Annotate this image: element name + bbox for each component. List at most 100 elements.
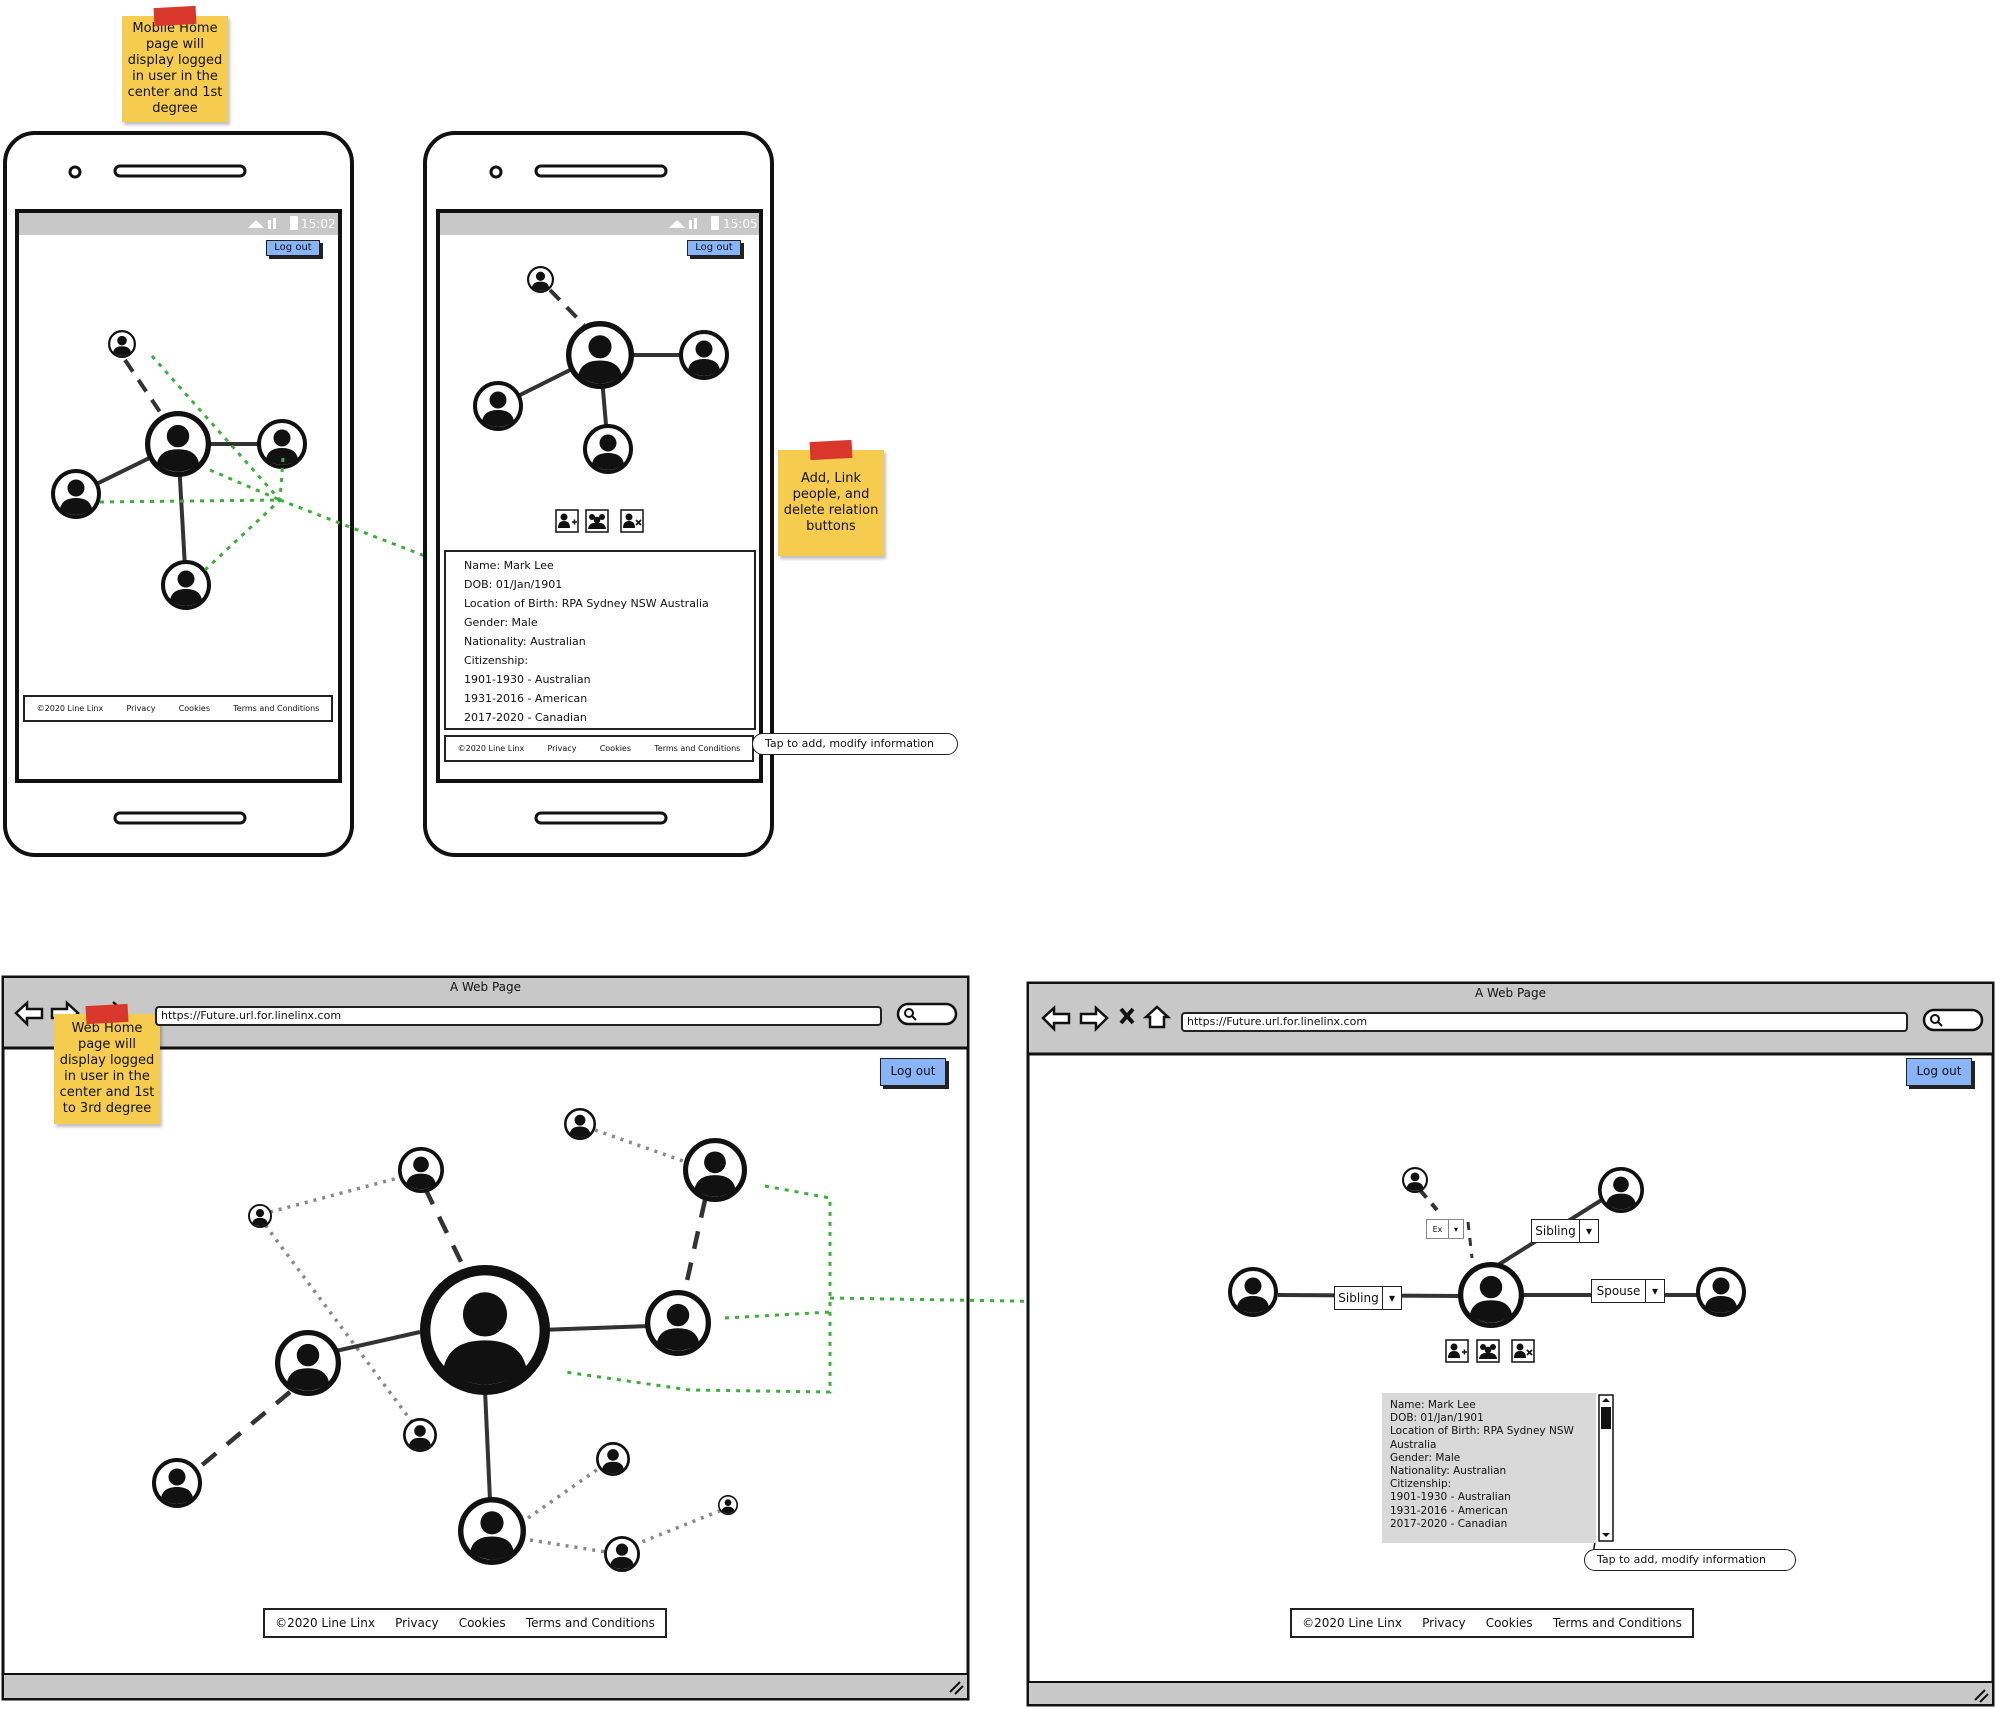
- window-title: A Web Page: [1474, 986, 1547, 1000]
- web-footer: ©2020 Line Linx Privacy Cookies Terms an…: [263, 1608, 667, 1638]
- person-icon[interactable]: [1696, 1267, 1746, 1317]
- person-icon[interactable]: [108, 330, 136, 358]
- window-title: A Web Page: [449, 980, 522, 994]
- search-icon: [904, 1008, 917, 1021]
- status-time: 15:05: [723, 217, 758, 231]
- footer-privacy-link[interactable]: Privacy: [1422, 1616, 1466, 1630]
- person-icon[interactable]: [583, 424, 633, 474]
- person-icon[interactable]: [564, 1108, 596, 1140]
- delete-person-icon: [1514, 1343, 1533, 1358]
- person-icon[interactable]: [596, 1442, 630, 1476]
- relation-label: Ex: [1432, 1224, 1443, 1234]
- home-icon[interactable]: [1142, 1005, 1172, 1029]
- info-line: DOB: 01/Jan/1901: [464, 578, 563, 591]
- web-info-panel: Name: Mark Lee DOB: 01/Jan/1901 Location…: [1382, 1393, 1596, 1543]
- logout-button[interactable]: Log out: [880, 1058, 946, 1086]
- footer-privacy-link[interactable]: Privacy: [126, 704, 156, 713]
- info-line: 1931-2016 - American: [464, 692, 588, 705]
- info-line: Gender: Male: [464, 616, 538, 629]
- add-person-button[interactable]: [1445, 1339, 1469, 1363]
- person-icon[interactable]: [527, 266, 554, 293]
- delete-person-button[interactable]: [1511, 1339, 1535, 1363]
- web2-nav: [1041, 1005, 1172, 1033]
- tap-hint-callout: Tap to add, modify information: [1584, 1549, 1796, 1571]
- person-icon[interactable]: [248, 1204, 272, 1228]
- footer-terms-link[interactable]: Terms and Conditions: [525, 1616, 655, 1630]
- footer-privacy-link[interactable]: Privacy: [395, 1616, 439, 1630]
- sticky-note-web-home: Web Home page will display logged in use…: [54, 1003, 160, 1124]
- logout-button[interactable]: Log out: [687, 240, 741, 256]
- web-window-2: [1026, 981, 1995, 1707]
- footer-cookies-link[interactable]: Cookies: [178, 704, 211, 713]
- person-icon[interactable]: [398, 1147, 444, 1193]
- info-scrollbar[interactable]: [1598, 1394, 1614, 1542]
- person-icon[interactable]: [152, 1458, 202, 1508]
- stop-icon[interactable]: [1119, 1007, 1135, 1025]
- back-arrow-icon[interactable]: [14, 1000, 44, 1028]
- relation-dropdown-sibling-top[interactable]: Sibling ▾: [1531, 1219, 1599, 1243]
- link-people-icon: [588, 514, 606, 529]
- logout-button[interactable]: Log out: [1906, 1058, 1972, 1086]
- footer-privacy-link[interactable]: Privacy: [547, 744, 577, 753]
- link-people-button[interactable]: [1476, 1339, 1500, 1363]
- footer-cookies-link[interactable]: Cookies: [458, 1616, 506, 1630]
- sticky-note-text: Add, Link people, and delete relation bu…: [783, 471, 879, 534]
- footer-cookies-link[interactable]: Cookies: [599, 744, 632, 753]
- person-icon[interactable]: [461, 1500, 524, 1563]
- relation-dropdown-spouse[interactable]: Spouse ▾: [1591, 1279, 1665, 1303]
- web-1-graph: [152, 1108, 745, 1572]
- chevron-down-icon: ▾: [1448, 1220, 1463, 1238]
- mobile-footer: ©2020 Line Linx Privacy Cookies Terms an…: [444, 735, 754, 762]
- info-line: 2017-2020 - Canadian: [464, 711, 587, 724]
- footer-terms-link[interactable]: Terms and Conditions: [233, 704, 320, 713]
- forward-arrow-icon[interactable]: [1079, 1005, 1109, 1033]
- url-bar[interactable]: https://Future.url.for.linelinx.com: [1181, 1012, 1908, 1032]
- chevron-down-icon: ▾: [1579, 1220, 1598, 1242]
- phone-1-graph: [51, 330, 307, 610]
- web1-search[interactable]: [896, 1002, 958, 1026]
- person-icon[interactable]: [1598, 1167, 1644, 1213]
- web-action-buttons: [1445, 1339, 1535, 1363]
- sticky-note-mobile-home: Mobile Home page will display logged in …: [122, 5, 228, 122]
- info-line: Nationality: Australian: [464, 635, 586, 648]
- relation-dropdown-ex[interactable]: Ex ▾: [1426, 1219, 1464, 1239]
- person-icon[interactable]: [569, 324, 632, 387]
- tap-hint-callout: Tap to add, modify information: [752, 733, 958, 755]
- url-bar[interactable]: https://Future.url.for.linelinx.com: [155, 1006, 882, 1026]
- person-icon[interactable]: [473, 381, 523, 431]
- person-icon[interactable]: [679, 330, 729, 380]
- footer-cookies-link[interactable]: Cookies: [1485, 1616, 1533, 1630]
- person-icon[interactable]: [278, 1333, 339, 1394]
- person-icon[interactable]: [604, 1536, 640, 1572]
- footer-terms-link[interactable]: Terms and Conditions: [1552, 1616, 1682, 1630]
- add-person-icon: [1448, 1343, 1467, 1358]
- person-icon[interactable]: [148, 414, 209, 475]
- person-icon[interactable]: [686, 1141, 745, 1200]
- status-icons: [248, 216, 719, 230]
- person-icon[interactable]: [648, 1293, 709, 1354]
- person-icon[interactable]: [1228, 1267, 1278, 1317]
- web2-search[interactable]: [1922, 1008, 1984, 1032]
- phone-2-graph: [473, 266, 729, 474]
- logout-button[interactable]: Log out: [266, 240, 320, 256]
- link-people-button[interactable]: [585, 509, 609, 533]
- back-arrow-icon[interactable]: [1041, 1005, 1071, 1033]
- info-line: 1901-1930 - Australian: [1390, 1491, 1511, 1504]
- delete-person-button[interactable]: [620, 509, 644, 533]
- person-icon[interactable]: [161, 560, 211, 610]
- footer-copyright: ©2020 Line Linx: [275, 1616, 375, 1630]
- relation-dropdown-sibling-left[interactable]: Sibling ▾: [1334, 1286, 1402, 1310]
- person-icon-center[interactable]: [1461, 1265, 1522, 1326]
- footer-terms-link[interactable]: Terms and Conditions: [654, 744, 741, 753]
- person-icon[interactable]: [1402, 1167, 1428, 1193]
- annotation-arrow-mobile: [99, 355, 460, 572]
- sticky-note-text: Mobile Home page will display logged in …: [127, 21, 223, 116]
- footer-copyright: ©2020 Line Linx: [36, 704, 104, 713]
- info-line: Name: Mark Lee: [1390, 1399, 1476, 1411]
- person-icon[interactable]: [718, 1495, 738, 1515]
- person-icon[interactable]: [403, 1418, 437, 1452]
- person-icon[interactable]: [51, 469, 101, 519]
- add-person-button[interactable]: [555, 509, 579, 533]
- info-line: Australia: [1390, 1438, 1437, 1451]
- person-icon-center[interactable]: [425, 1270, 545, 1390]
